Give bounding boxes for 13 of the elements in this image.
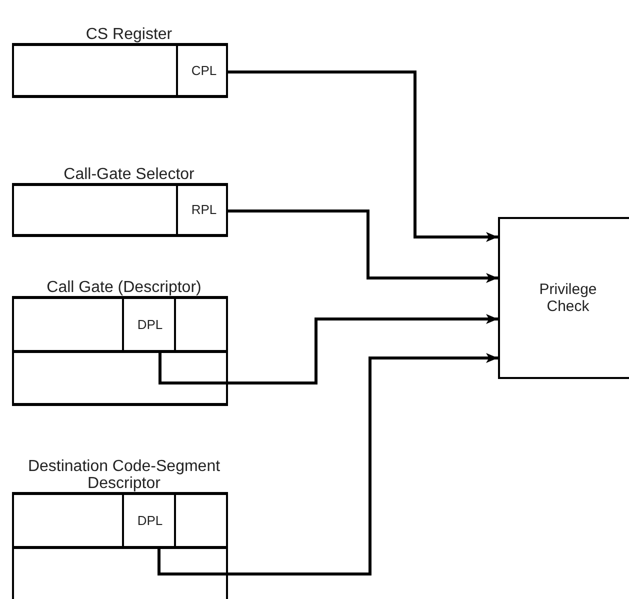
process-box: Privilege Check xyxy=(498,217,629,379)
arrow xyxy=(158,353,498,576)
box-heading: CS Register xyxy=(84,26,174,43)
field-cell: DPL xyxy=(122,299,176,350)
field-cell: CPL xyxy=(176,46,230,95)
field-cell: DPL xyxy=(122,495,176,546)
arrow xyxy=(158,314,498,384)
box-heading: Call-Gate Selector xyxy=(62,166,196,183)
box-heading: Call Gate (Descriptor) xyxy=(46,279,202,296)
arrow xyxy=(228,70,498,242)
field-cell: RPL xyxy=(176,186,230,234)
arrow xyxy=(228,210,498,283)
box-heading: Destination Code-Segment Descriptor xyxy=(26,458,222,492)
